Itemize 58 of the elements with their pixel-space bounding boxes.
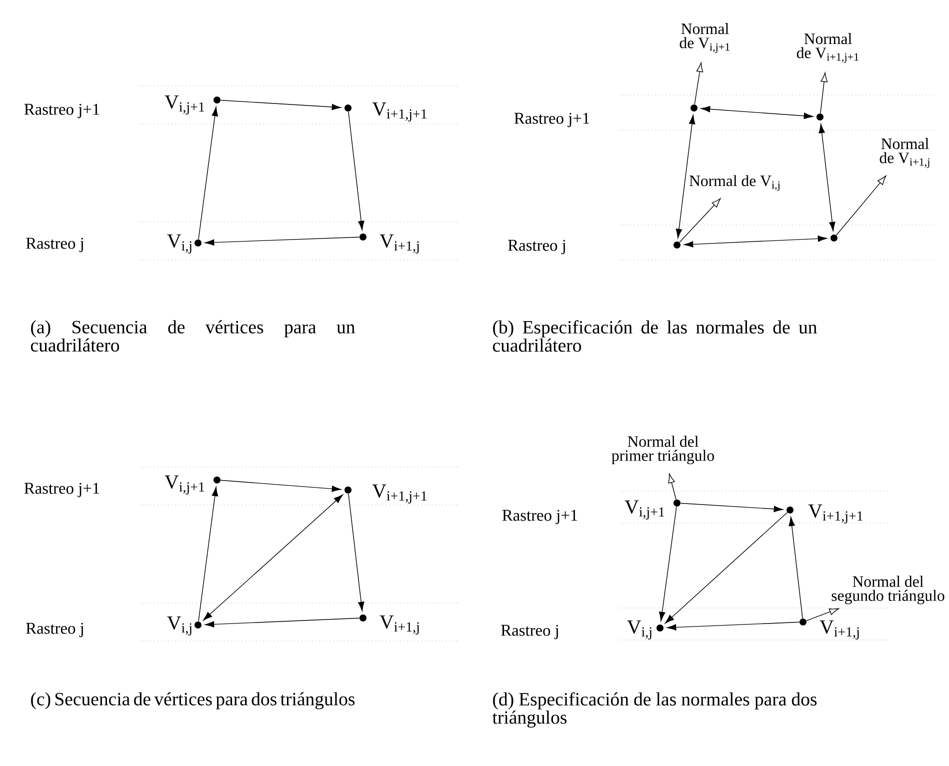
arrow (659, 506, 677, 622)
caption: (a) Secuencia de vértices para un cuadrilátero (30, 320, 355, 352)
caption: (c) Secuencia de vértices para dos triángulos (31, 692, 355, 710)
vertex-label: V$_{i+1,j+1}$ (372, 102, 427, 122)
caption: (b) Especificación de las normales de un cuadrilátero (492, 320, 817, 352)
normal-label: Normal de V$_{i,j}$ (689, 175, 780, 191)
arrow (198, 106, 218, 240)
arrow (220, 100, 342, 110)
arrow (700, 106, 814, 119)
vertex-dot (690, 104, 698, 112)
arrow (694, 62, 704, 105)
vertex-label: V$_{i,j}$ (167, 234, 192, 254)
arrow (666, 622, 800, 630)
normal-label: Normal de V$_{i,j+1}$ (680, 23, 730, 53)
vertex-label: V$_{i+1,j}$ (380, 234, 419, 254)
arrow (679, 198, 721, 243)
arrow (204, 618, 360, 628)
arrow (806, 608, 839, 622)
arrow (684, 236, 828, 248)
vertex-dot (674, 242, 680, 248)
arrow (348, 493, 364, 612)
arrow (220, 480, 342, 492)
arrow (820, 72, 828, 114)
vertex-label: V$_{i,j+1}$ (164, 95, 204, 115)
row-label: Rastreo j (501, 624, 558, 640)
arrow (665, 512, 788, 624)
normal-label: Normal de V$_{i+1,j}$ (880, 138, 930, 168)
vertex-label: V$_{i+1,j}$ (820, 620, 859, 640)
arrow (676, 114, 696, 238)
row-label: Rastreo j+1 (514, 112, 590, 128)
vertex-label: V$_{i,j}$ (627, 620, 652, 640)
vertex-label: V$_{i+1,j}$ (380, 615, 419, 635)
arrow (668, 474, 676, 500)
arrow (198, 486, 218, 622)
arrow (680, 502, 784, 512)
vertex-label: V$_{i,j+1}$ (624, 500, 664, 520)
row-label: Rastreo j (508, 240, 565, 254)
vertex-dot (830, 234, 838, 242)
arrow (203, 494, 343, 621)
vertex-label: V$_{i+1,j+1}$ (808, 504, 863, 524)
normal-label: Normal del segundo triángulo (832, 576, 944, 604)
arrow (836, 176, 886, 236)
row-label: Rastreo j+1 (502, 510, 578, 524)
row-label: Rastreo j+1 (24, 104, 100, 118)
vertex-label: V$_{i,j}$ (167, 616, 192, 636)
normal-label: Normal del primer triángulo (612, 436, 714, 464)
arrow (204, 236, 360, 246)
vertex-dot (816, 114, 824, 120)
row-label: Rastreo j (26, 238, 83, 252)
vertex-label: V$_{i+1,j+1}$ (372, 484, 427, 504)
arrow (788, 516, 803, 619)
arrow (818, 124, 836, 232)
caption: (d) Especificación de las normales para dos triángulos (492, 692, 817, 728)
normal-label: Normal de V$_{i+1,j+1}$ (796, 33, 858, 63)
arrow (348, 111, 364, 230)
row-label: Rastreo j (26, 622, 83, 638)
vertex-label: V$_{i,j+1}$ (164, 475, 204, 495)
row-label: Rastreo j+1 (24, 482, 100, 498)
